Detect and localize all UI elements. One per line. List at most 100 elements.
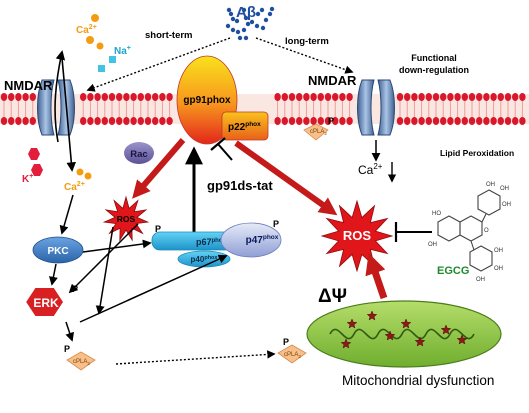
lipid-molecule [152, 93, 159, 125]
down-regulation-label: down-regulation [399, 65, 469, 75]
abeta-peptide [235, 29, 241, 35]
abeta-peptide [267, 11, 273, 17]
lipid-molecule [519, 93, 526, 125]
abeta-peptide [255, 11, 261, 17]
erk-to-p47-arrow [79, 254, 228, 323]
svg-text:OH: OH [494, 248, 503, 254]
lipid-molecule [166, 93, 173, 125]
abeta-peptide [254, 23, 260, 29]
lipid-molecule [130, 93, 137, 125]
long-term-label: long-term [285, 36, 329, 47]
cpla2-mid: cPLA2 P [277, 337, 307, 364]
lipid-peroxidation-label: Lipid Peroxidation [440, 148, 514, 158]
svg-text:cPLA2: cPLA2 [73, 359, 90, 366]
ros-star-icon [456, 334, 468, 345]
svg-text:OH: OH [486, 182, 495, 188]
lipid-molecule [288, 93, 296, 125]
ros-star-icon [440, 324, 452, 335]
gp91phox-label: gp91phox [183, 95, 231, 106]
lipid-molecule [490, 93, 497, 125]
lipid-molecule [317, 93, 324, 125]
svg-text:OH: OH [500, 186, 509, 192]
svg-text:P: P [155, 224, 161, 234]
lipid-molecule [108, 93, 116, 125]
short-term-label: short-term [145, 30, 193, 41]
p40phox-protein: p40phox [177, 250, 231, 268]
svg-text:P: P [328, 116, 334, 126]
lipid-molecule [440, 93, 447, 125]
svg-text:Ca2+: Ca2+ [64, 181, 85, 193]
ros-star-icon [346, 318, 358, 329]
egcg-label: EGCG [437, 265, 469, 277]
long-term-arrow [255, 37, 354, 74]
right-nmdar-channel [357, 79, 395, 162]
abeta-peptide [245, 21, 251, 27]
abeta-peptide [263, 17, 269, 23]
lipid-molecule [123, 93, 130, 125]
left-nmdar-channel [37, 50, 77, 172]
pkc-to-erk-arrow [48, 263, 58, 286]
abeta-oligomers: Aβ [225, 4, 275, 41]
rac-protein: Rac [124, 142, 154, 164]
lipid-molecule [461, 93, 468, 125]
svg-text:HO: HO [432, 211, 441, 217]
lipid-molecule [0, 93, 8, 125]
lipid-molecule [476, 93, 483, 125]
ros-small-label: ROS [117, 214, 136, 224]
svg-text:P: P [283, 337, 289, 347]
p47phox-label: p47phox [246, 234, 279, 246]
lipid-molecule [468, 93, 476, 125]
egcg-molecule: HO OH OH OH OH OH OH OH O [428, 182, 511, 283]
abeta-peptide [237, 35, 243, 41]
abeta-peptide [241, 27, 247, 33]
abeta-label: Aβ [236, 4, 256, 21]
ros-star-icon [340, 338, 352, 349]
p22phox-protein: p22phox [221, 111, 269, 141]
svg-text:P: P [64, 344, 70, 354]
ros-star-icon [414, 336, 426, 347]
ion-k: K+ [22, 148, 43, 185]
mito-dysfunction-label: Mitochondrial dysfunction [342, 373, 494, 388]
lipid-molecule [281, 93, 288, 125]
gp91-to-ros-small-arrow [132, 138, 186, 199]
abeta-peptide [234, 18, 240, 24]
functional-label: Functional [411, 53, 457, 63]
svg-text:K+: K+ [22, 173, 33, 185]
abeta-peptide [230, 27, 236, 33]
svg-text:Na+: Na+ [114, 45, 131, 57]
abeta-peptide [243, 35, 249, 41]
ros-big-burst: ROS [320, 199, 394, 273]
lipid-molecule [411, 93, 418, 125]
gp91-to-ros-big-arrow [234, 140, 338, 216]
svg-text:cPLA2: cPLA2 [284, 352, 301, 359]
lipid-molecule [29, 93, 36, 125]
cell-membrane [0, 93, 529, 125]
pkc-node: PKC [32, 236, 84, 264]
lipid-molecule [101, 93, 109, 125]
ion-ca-left: Ca2+ [64, 168, 92, 193]
pkc-to-p67-arrow [82, 239, 152, 253]
svg-text:OH: OH [502, 202, 511, 208]
lipid-molecule [159, 93, 166, 125]
erk-node: ERK P [26, 284, 78, 316]
ros-star-icon [384, 330, 396, 341]
svg-text:P: P [273, 219, 279, 229]
svg-text:OH: OH [428, 242, 437, 248]
lipid-molecule [504, 93, 512, 125]
svg-text:cPLA2: cPLA2 [310, 129, 327, 136]
lipid-molecule [404, 93, 411, 125]
nmdar-left-label: NMDAR [4, 78, 53, 93]
lipid-molecule [116, 93, 123, 125]
lipid-molecule [454, 93, 461, 125]
erk-label: ERK [33, 296, 59, 310]
lipid-molecule [483, 93, 490, 125]
lipid-molecule [303, 93, 310, 125]
delta-psi-label: ΔΨ [318, 286, 347, 307]
lipid-molecule [425, 93, 432, 125]
p67phox-label: p67phox [196, 237, 227, 247]
abeta-peptide [225, 23, 231, 29]
mito-to-ros-arrow [365, 253, 388, 300]
lipid-molecule [447, 93, 454, 125]
lipid-molecule [296, 93, 303, 125]
lipid-molecule [15, 93, 22, 125]
